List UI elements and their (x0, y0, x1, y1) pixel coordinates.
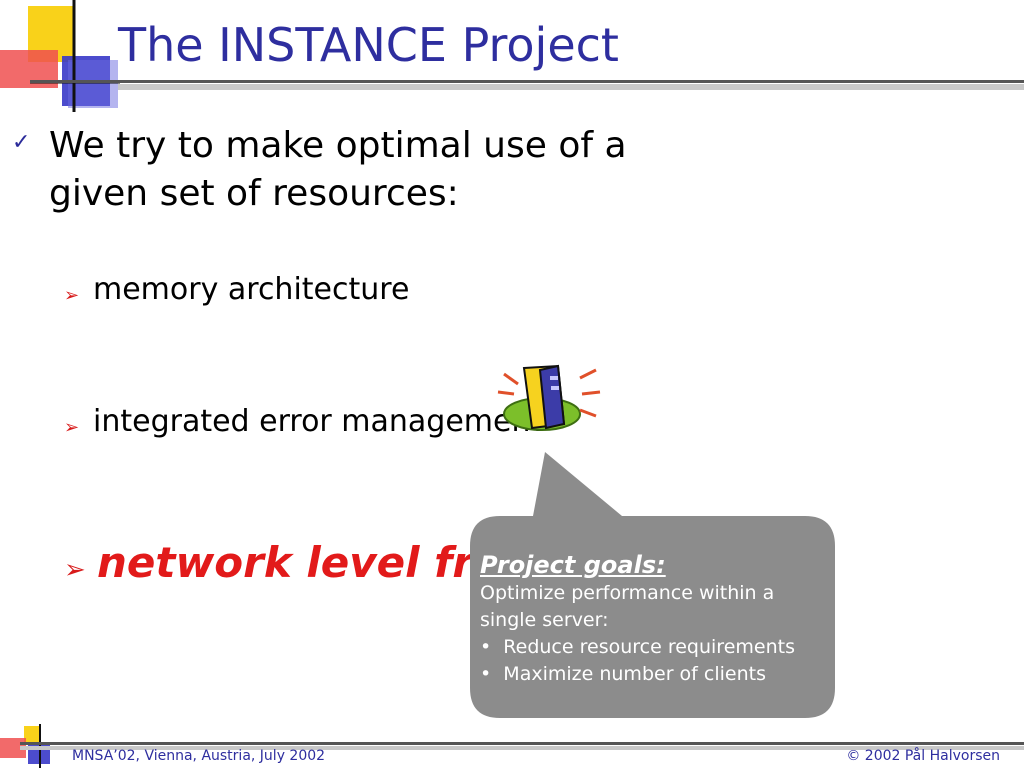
title-rule (30, 80, 1024, 83)
callout-line: Optimize performance within a single ser… (480, 582, 775, 631)
sub-point-error: integrated error management (93, 404, 543, 439)
sub-point-memory: memory architecture (93, 272, 410, 307)
footer-rule (20, 742, 1024, 745)
checkmark-icon: ✓ (12, 130, 31, 155)
arrow-bullet-icon: ➢ (64, 285, 80, 306)
footer-right: © 2002 Pål Halvorsen (846, 748, 1000, 764)
server-clipart-icon (497, 364, 601, 431)
callout-bullet-text: Reduce resource requirements (503, 636, 795, 658)
footer-rule-shadow (20, 746, 1024, 750)
callout-bullet-text: Maximize number of clients (503, 663, 766, 685)
arrow-bullet-icon: ➢ (64, 417, 80, 438)
title-rule-shadow (118, 84, 1024, 90)
callout-bullet: • Maximize number of clients (480, 663, 766, 685)
slide-title: The INSTANCE Project (118, 18, 619, 72)
footer-left: MNSA’02, Vienna, Austria, July 2002 (72, 748, 326, 764)
main-point: We try to make optimal use of a given se… (49, 125, 627, 214)
callout-bullet: • Reduce resource requirements (480, 636, 795, 658)
callout-title: Project goals: (480, 551, 666, 579)
arrow-bullet-icon: ➢ (64, 555, 86, 585)
callout-text: Project goals: Optimize performance with… (480, 550, 820, 688)
